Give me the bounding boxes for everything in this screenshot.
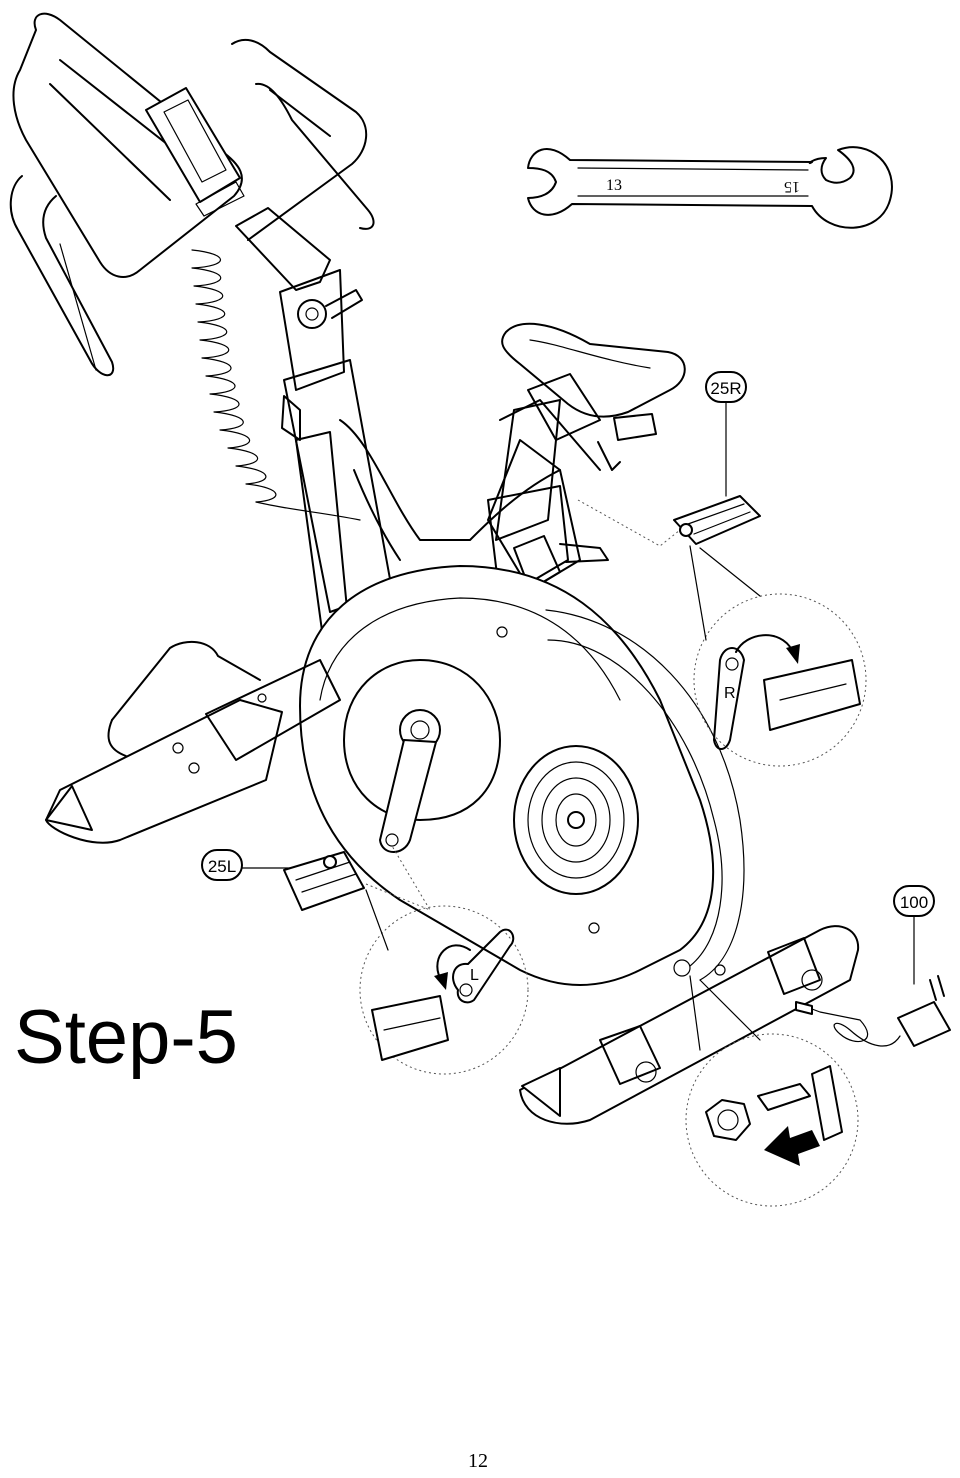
callout-label-100: 100 [900,893,928,912]
crank-arm [379,709,441,853]
thread-mark-right: R [724,685,736,702]
callout-label-25r: 25R [710,379,741,398]
page-number: 12 [468,1450,488,1472]
detail-circle-left: L [359,889,529,1075]
thread-mark-left: L [470,967,479,984]
saddle [501,322,686,471]
handlebar-post [235,207,393,613]
power-adapter-icon [795,975,951,1047]
flywheel-housing [299,565,745,986]
wrench-size-left: 13 [606,177,622,194]
wrench-size-right: 15 [784,178,800,195]
callout-25r: 25R [705,371,747,403]
rear-stabilizer [519,925,860,1125]
step-title: Step-5 [14,995,238,1080]
handlebar [9,12,375,377]
detail-circle-connector [685,975,859,1207]
console-display [145,87,245,217]
wrench-icon: 13 15 [527,146,893,229]
pedal-left [283,851,365,911]
callout-100: 100 [893,885,935,917]
callout-label-25l: 25L [208,857,236,876]
callout-25l: 25L [201,849,243,881]
detail-circle-right: R [689,545,867,767]
front-stabilizer [45,640,341,844]
pedal-right [673,495,761,545]
